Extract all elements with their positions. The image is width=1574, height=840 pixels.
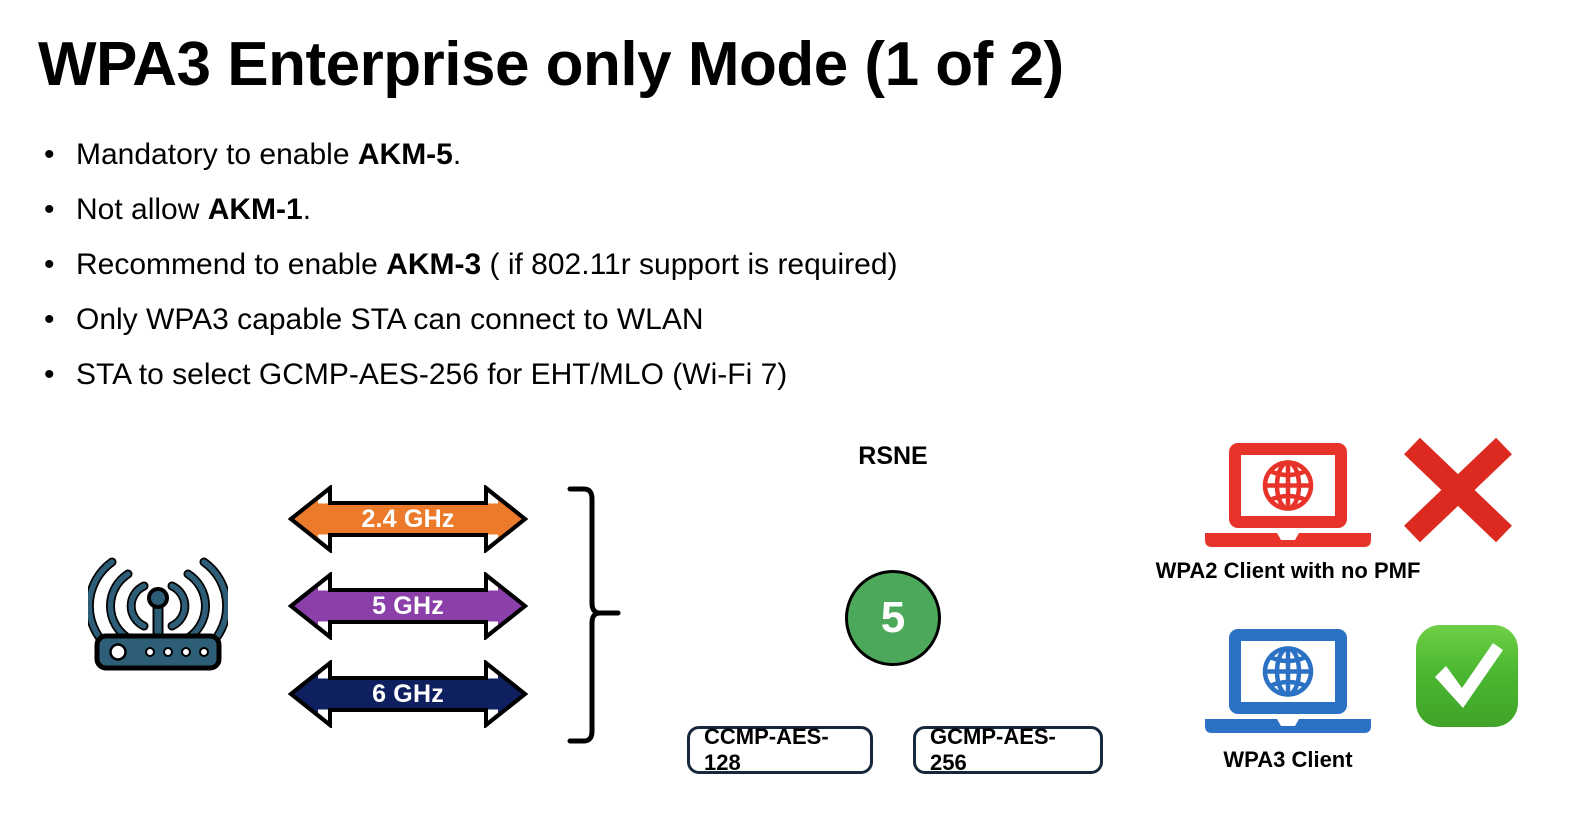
bullet-list: • Mandatory to enable AKM-5. • Not allow A… [38,140,1138,415]
bullet-item: • Mandatory to enable AKM-5. [38,140,1138,170]
double-arrow-icon [287,658,529,730]
bullet-marker: • [44,138,55,171]
bullet-item: • Recommend to enable AKM-3 ( if 802.11r … [38,250,1138,280]
bullet-text-pre: Only WPA3 capable STA can connect to WLA… [76,303,704,336]
rsne-title: RSNE [858,442,928,470]
client-label-wpa2: WPA2 Client with no PMF [1155,558,1421,583]
double-arrow-icon [287,483,529,555]
bullet-item: • Not allow AKM-1. [38,195,1138,225]
client-label-wpa3: WPA3 Client [1223,747,1353,772]
laptop-globe-icon-wpa3 [1205,629,1371,733]
cipher-box-gcmp-aes-256: GCMP-AES-256 [913,724,1103,775]
bullet-text-pre: Mandatory to enable [76,138,358,171]
bullet-text-pre: STA to select GCMP-AES-256 for EHT/MLO (… [76,358,788,391]
bullet-item: • STA to select GCMP-AES-256 for EHT/MLO … [38,360,1138,390]
bullet-text-strong: AKM-3 [386,248,482,281]
bullet-marker: • [44,248,55,281]
akm-suite-badge: 5 [845,570,941,666]
bullet-marker: • [44,193,55,226]
laptop-globe-icon-wpa2 [1205,443,1371,547]
curly-brace-icon [567,486,621,744]
bullet-marker: • [44,358,55,391]
page-title: WPA3 Enterprise only Mode (1 of 2) [38,30,1064,99]
cross-mark-icon [1404,437,1512,543]
bullet-text-pre: Recommend to enable [76,248,387,281]
bullet-text-strong: AKM-1 [207,193,303,226]
band-arrow-5ghz: 5 GHz [287,570,529,642]
check-mark-icon [1416,625,1518,727]
cipher-box-ccmp-aes-128: CCMP-AES-128 [687,724,873,775]
bullet-text-post: ( if 802.11r support is required) [481,248,898,281]
bullet-marker: • [44,303,55,336]
wifi-router-icon [88,557,228,671]
band-arrow-2-4ghz: 2.4 GHz [287,483,529,555]
bullet-text-post: . [302,193,312,226]
bullet-text-strong: AKM-5 [357,138,453,171]
double-arrow-icon [287,570,529,642]
bullet-item: • Only WPA3 capable STA can connect to WL… [38,305,1138,335]
band-arrow-6ghz: 6 GHz [287,658,529,730]
bullet-text-post: . [452,138,462,171]
bullet-text-pre: Not allow [76,193,208,226]
